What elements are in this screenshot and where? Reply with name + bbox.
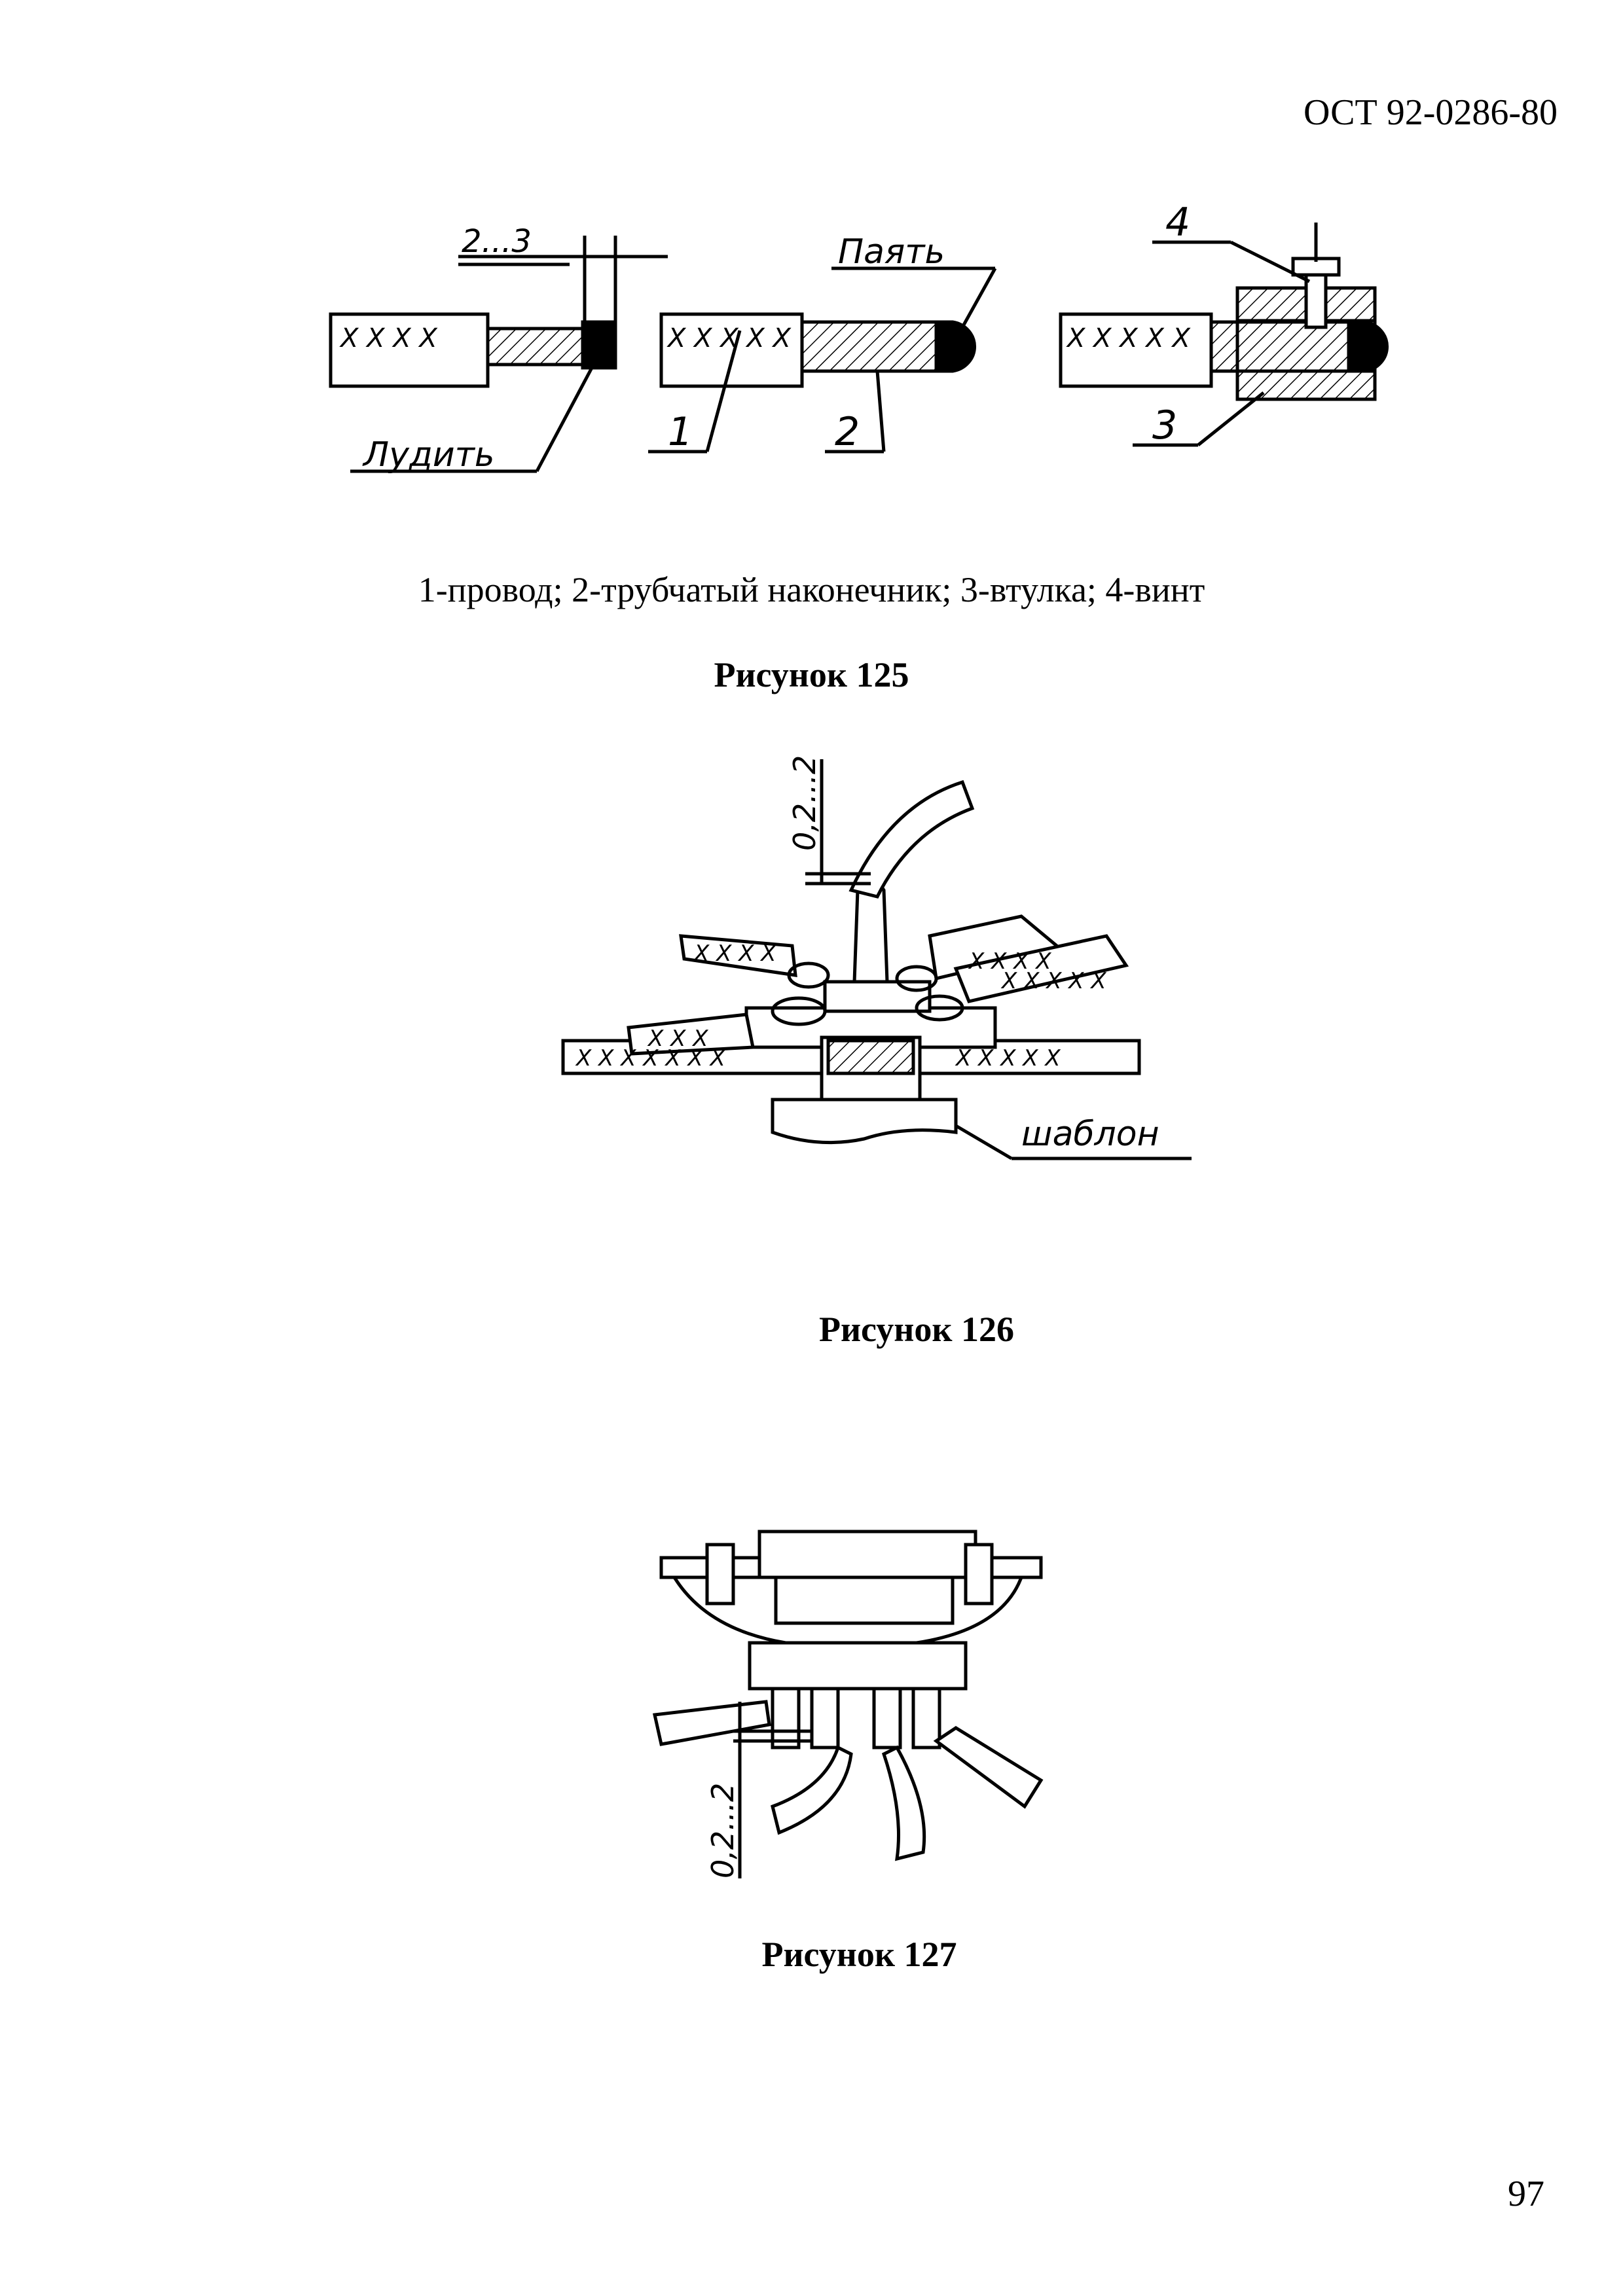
figure-127-drawing: 0,2...2	[652, 1530, 1044, 1878]
dim-label-2-3: 2...3	[462, 223, 532, 260]
template-block	[771, 1098, 958, 1145]
svg-text:X X X: X X X	[647, 1026, 708, 1052]
svg-text:X X X X: X X X X	[968, 948, 1051, 975]
document-code: ОСТ 92-0286-80	[1304, 92, 1558, 133]
wire-band	[933, 1726, 1044, 1809]
wire-stripped-left	[329, 312, 617, 388]
figure-127-caption: Рисунок 127	[761, 1935, 957, 1974]
figure-125-drawing: X X X X X X X X X X X X X X 2...3 Лудить…	[329, 200, 1389, 475]
svg-text:X X X X X: X X X X X	[666, 323, 792, 353]
wire-band	[953, 934, 1129, 1003]
insulation-marks: X X X X X X X X X X X X X X X X X X X X …	[575, 941, 1106, 1071]
svg-text:X X X X X: X X X X X	[955, 1045, 1061, 1071]
svg-text:X X X X X: X X X X X	[1066, 323, 1191, 353]
label-4: 4	[1165, 200, 1190, 245]
figure-126-caption: Рисунок 126	[818, 1310, 1015, 1349]
label-template: шаблон	[1021, 1115, 1159, 1154]
label-1: 1	[668, 409, 693, 455]
label-solder: Паять	[838, 232, 945, 272]
dim-label-0-2-2: 0,2...2	[705, 1783, 740, 1878]
dim-label-0-2-2: 0,2...2	[787, 755, 822, 851]
insulation-marks: X X X X X X X X X X X X X X	[339, 323, 1191, 353]
svg-text:X X X X: X X X X	[339, 323, 438, 353]
label-2: 2	[835, 409, 860, 455]
label-tin: Лудить	[362, 435, 495, 475]
wire-band	[652, 1700, 771, 1746]
figure-126-drawing: X X X X X X X X X X X X X X X X X X X X …	[561, 755, 1192, 1160]
wire-with-tubular-lug	[659, 312, 977, 388]
page-number: 97	[1508, 2174, 1544, 2214]
label-3: 3	[1152, 403, 1177, 448]
wire-band	[881, 1745, 926, 1861]
wire-band	[627, 1013, 756, 1056]
figure-125-legend: 1-провод; 2-трубчатый наконечник; 3-втул…	[418, 570, 1205, 609]
wire-band	[848, 780, 975, 899]
svg-text:X X X X X X X: X X X X X X X	[575, 1045, 726, 1071]
svg-text:X X X X X: X X X X X	[1000, 968, 1106, 994]
wire-with-sleeve-and-screw	[1059, 223, 1389, 401]
wire-band	[679, 934, 797, 977]
connector-body	[757, 1530, 977, 1579]
svg-text:X X X X: X X X X	[693, 941, 776, 967]
wire-band	[771, 1745, 853, 1835]
figure-125-caption: Рисунок 125	[714, 655, 909, 694]
